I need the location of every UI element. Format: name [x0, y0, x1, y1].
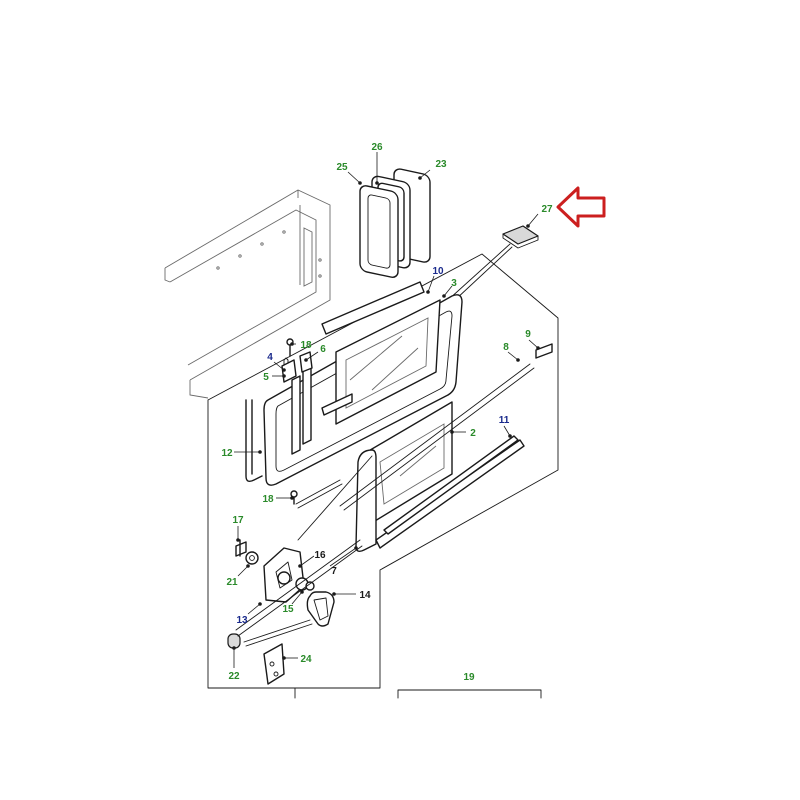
callout-13: 13	[236, 615, 248, 626]
callout-19: 19	[463, 672, 475, 683]
pad-27	[502, 225, 539, 249]
callout-8: 8	[503, 342, 509, 353]
callout-7: 7	[331, 566, 337, 577]
glass-panel-2	[339, 343, 553, 553]
callout-9: 9	[525, 329, 531, 340]
callout-18-top: 18	[300, 340, 312, 351]
latch-hardware	[227, 338, 373, 685]
left-arrow-icon	[556, 186, 606, 228]
callout-17: 17	[232, 515, 244, 526]
callout-4: 4	[267, 352, 273, 363]
callout-labels: 26 25 23 27 10 3 9 8 18 4 6 5 11 2 12 18…	[221, 142, 553, 683]
callout-3: 3	[451, 278, 457, 289]
callout-21: 21	[226, 577, 238, 588]
callout-26: 26	[371, 142, 383, 153]
callout-23: 23	[435, 159, 447, 170]
callout-2: 2	[470, 428, 476, 439]
body-side-panel	[164, 189, 331, 399]
callout-5: 5	[263, 372, 269, 383]
callout-22: 22	[228, 671, 240, 682]
callout-24: 24	[300, 654, 312, 665]
callout-16: 16	[314, 550, 326, 561]
callout-27: 27	[541, 204, 553, 215]
callout-11: 11	[499, 415, 510, 426]
callout-18-bottom: 18	[262, 494, 274, 505]
callout-15: 15	[282, 604, 294, 615]
leader-lines	[232, 152, 540, 668]
callout-25: 25	[336, 162, 348, 173]
callout-12: 12	[221, 448, 233, 459]
callout-14: 14	[359, 590, 371, 601]
group-outline	[207, 253, 559, 699]
small-window-seals	[359, 168, 431, 278]
callout-6: 6	[320, 344, 326, 355]
callout-10: 10	[432, 266, 444, 277]
